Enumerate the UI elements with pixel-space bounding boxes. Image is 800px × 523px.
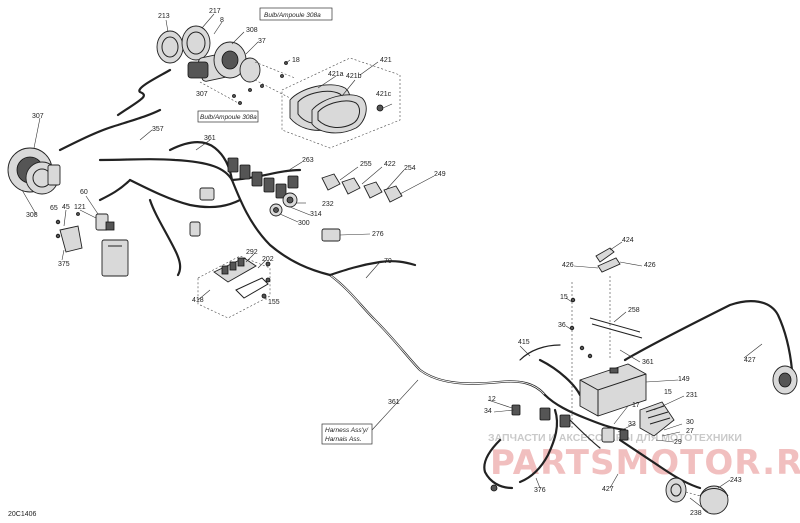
- callout-36: 36: [558, 322, 566, 329]
- diagram-code: 20C1406: [8, 511, 37, 518]
- callout-308-top: 308: [246, 27, 258, 34]
- bulb-note-mid: Bulb/Ampoule 308a: [197, 110, 259, 123]
- callout-37: 37: [258, 38, 266, 45]
- callout-33: 33: [628, 421, 636, 428]
- bottom-connectors: [490, 404, 629, 492]
- tail-light: [772, 365, 798, 395]
- callout-376: 376: [534, 487, 546, 494]
- callout-421c: 421c: [376, 91, 392, 98]
- callout-418: 418: [192, 297, 204, 304]
- battery: [579, 363, 647, 417]
- callout-15-bottom: 15: [664, 389, 672, 396]
- relay-caps: [321, 173, 403, 242]
- callout-255: 255: [360, 161, 372, 168]
- callout-308-left: 308: [26, 212, 38, 219]
- callout-238: 238: [690, 510, 702, 517]
- callout-426-left: 426: [562, 262, 574, 269]
- bulb-note-top-text: Bulb/Ampoule 308a: [264, 12, 321, 19]
- callout-213: 213: [158, 13, 170, 20]
- callout-18: 18: [292, 57, 300, 64]
- callout-8: 8: [220, 17, 224, 24]
- gauge-cluster: [156, 25, 296, 105]
- callout-258: 258: [628, 307, 640, 314]
- callout-375: 375: [58, 261, 70, 268]
- callout-232: 232: [322, 201, 334, 208]
- callout-314: 314: [310, 211, 322, 218]
- callout-27: 27: [686, 428, 694, 435]
- callout-149: 149: [678, 376, 690, 383]
- callout-202: 202: [262, 256, 274, 263]
- callouts: 213 217 8 308 37 18 421 421a 421b 421c 3…: [26, 8, 756, 517]
- callout-292: 292: [246, 249, 258, 256]
- callout-307-top: 307: [196, 91, 208, 98]
- callout-70: 70: [384, 258, 392, 265]
- callout-276: 276: [372, 231, 384, 238]
- callout-300: 300: [298, 220, 310, 227]
- switch-block: [189, 157, 299, 237]
- callout-243: 243: [730, 477, 742, 484]
- callout-427-bottom: 427: [602, 486, 614, 493]
- bottom-lamp: [665, 477, 729, 515]
- callout-421a: 421a: [328, 71, 344, 78]
- callout-45: 45: [62, 204, 70, 211]
- main-harness: [58, 68, 794, 490]
- callout-155: 155: [268, 299, 280, 306]
- callout-121: 121: [74, 204, 86, 211]
- callout-422: 422: [384, 161, 396, 168]
- harness-note-line2: Harnais Ass.: [325, 436, 362, 443]
- callout-231: 231: [686, 392, 698, 399]
- callout-15-top: 15: [560, 294, 568, 301]
- harness-note: Harness Ass'y/ Harnais Ass.: [321, 379, 419, 445]
- watermark-brand: PARTSMOTOR.RU: [490, 443, 800, 483]
- harness-note-line1: Harness Ass'y/: [325, 427, 369, 434]
- callout-361-mid: 361: [388, 399, 400, 406]
- callout-30: 30: [686, 419, 694, 426]
- callout-424: 424: [622, 237, 634, 244]
- callout-60: 60: [80, 189, 88, 196]
- callout-29: 29: [674, 439, 682, 446]
- fuse-box: [197, 255, 271, 319]
- callout-34: 34: [484, 408, 492, 415]
- watermark: ЗАПЧАСТИ И АКСЕССУАРЫ ДЛЯ МОТОТЕХНИКИ PA…: [488, 432, 800, 483]
- left-bracket: [55, 212, 129, 277]
- callout-254: 254: [404, 165, 416, 172]
- bulb-note-mid-text: Bulb/Ampoule 308a: [200, 114, 257, 121]
- callout-357: 357: [152, 126, 164, 133]
- regulator: [639, 401, 675, 437]
- callout-12: 12: [488, 396, 496, 403]
- headlight-left: [7, 147, 61, 195]
- right-brackets: [569, 247, 643, 430]
- leader-lines: [21, 13, 763, 513]
- callout-263: 263: [302, 157, 314, 164]
- bulb-note-top: Bulb/Ampoule 308a: [259, 7, 333, 21]
- watermark-tagline: ЗАПЧАСТИ И АКСЕССУАРЫ ДЛЯ МОТОТЕХНИКИ: [488, 432, 742, 444]
- callout-249: 249: [434, 171, 446, 178]
- callout-65: 65: [50, 205, 58, 212]
- callout-427-right: 427: [744, 357, 756, 364]
- callout-361-right: 361: [642, 359, 654, 366]
- callout-361-top: 361: [204, 135, 216, 142]
- callout-415: 415: [518, 339, 530, 346]
- display-bezel: [281, 57, 401, 149]
- callout-307-left: 307: [32, 113, 44, 120]
- callout-421: 421: [380, 57, 392, 64]
- callout-421b: 421b: [346, 73, 362, 80]
- callout-426-right: 426: [644, 262, 656, 269]
- callout-17: 17: [632, 402, 640, 409]
- callout-217: 217: [209, 8, 221, 15]
